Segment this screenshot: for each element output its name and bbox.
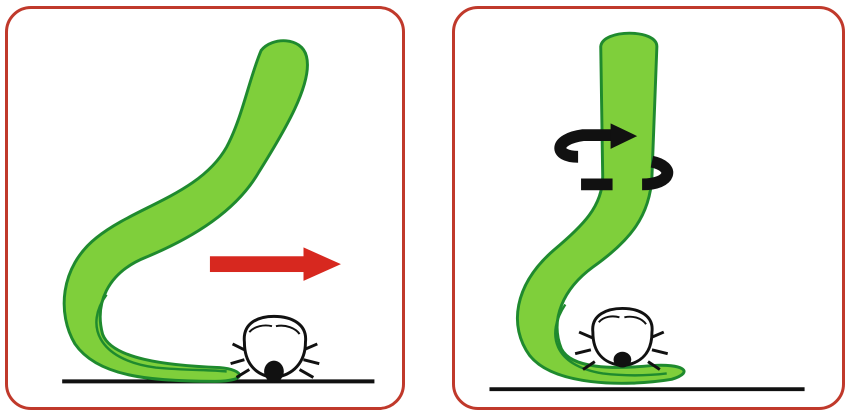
right-arrow-icon (210, 247, 341, 280)
tick-icon (231, 316, 320, 382)
panel-1-illustration (8, 9, 402, 407)
tick-icon (575, 308, 668, 369)
panel-2-illustration (455, 9, 842, 407)
panel-step-2 (452, 6, 845, 410)
panel-step-1 (5, 6, 405, 410)
